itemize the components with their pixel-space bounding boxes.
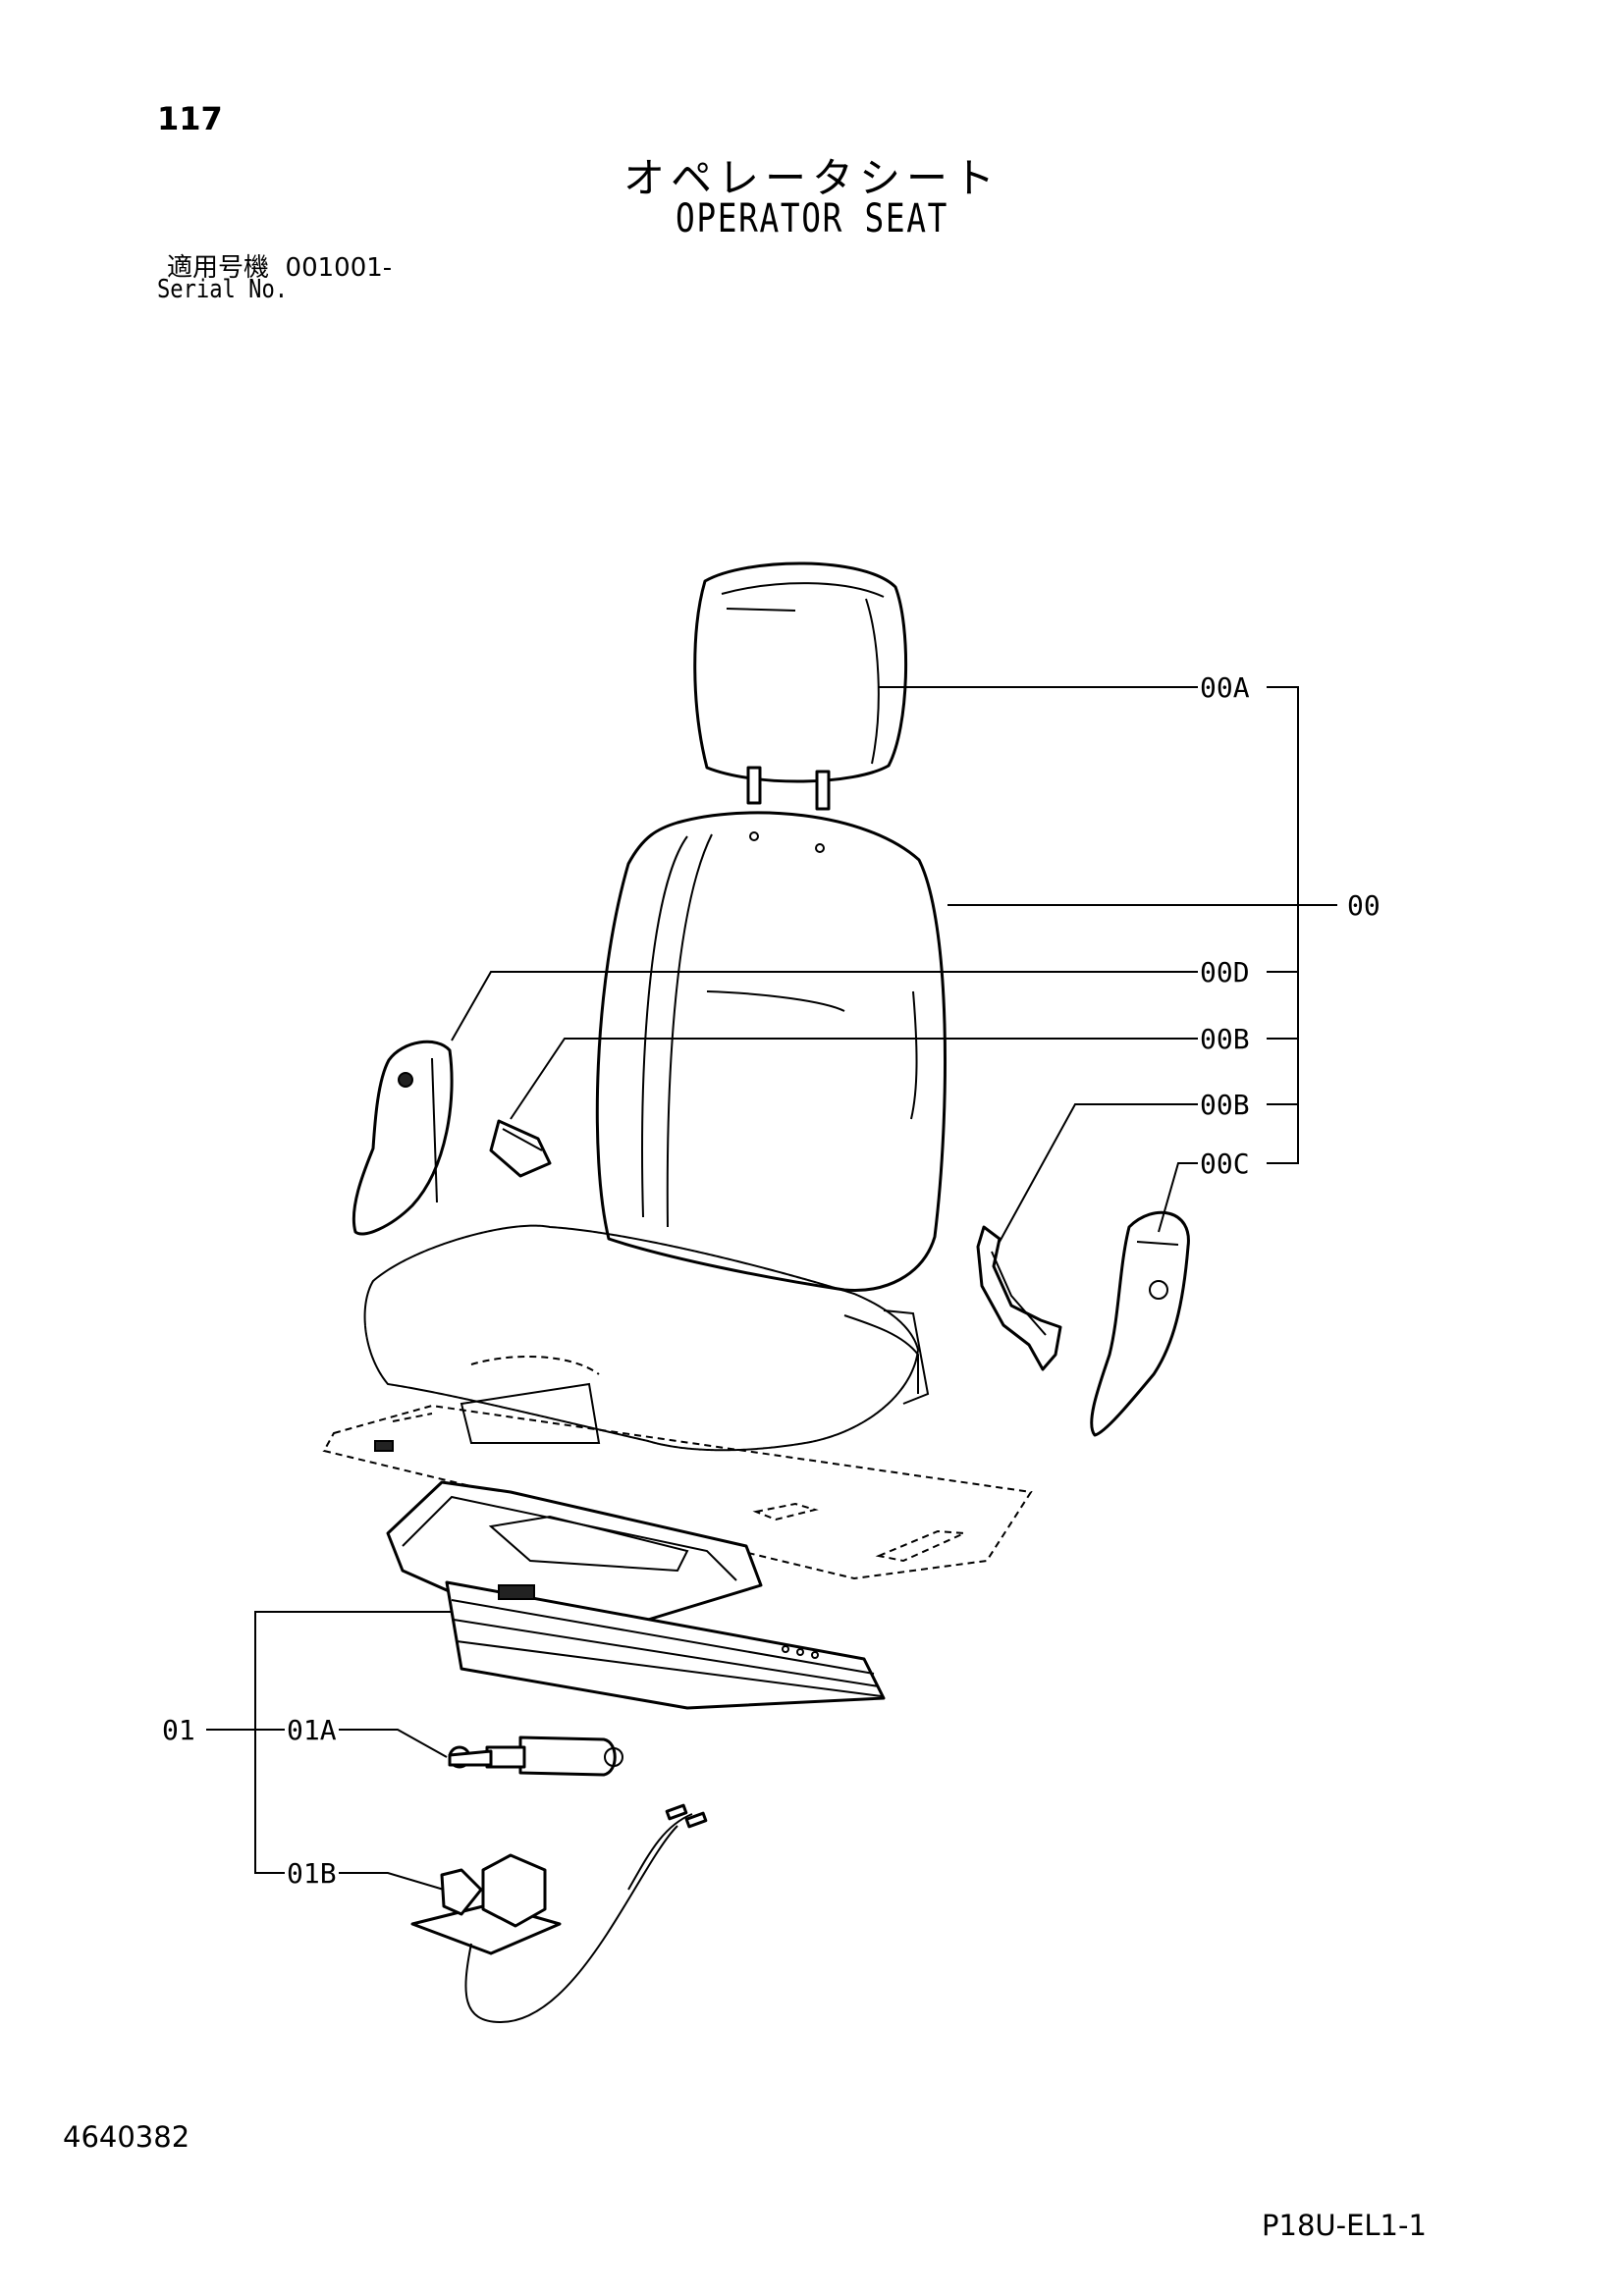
callout-00: 00	[1347, 889, 1380, 922]
switch-harness-icon[interactable]	[410, 1803, 708, 2024]
callout-00C: 00C	[1200, 1148, 1250, 1180]
page-number: 117	[157, 100, 223, 137]
callout-00D: 00D	[1200, 956, 1250, 988]
seat-slide-plate-icon[interactable]	[322, 1404, 1033, 1580]
suspension-base-icon[interactable]	[386, 1480, 886, 1710]
seat-cushion-icon[interactable]	[363, 1224, 930, 1452]
seat-belt-buckle-icon[interactable]	[489, 1119, 552, 1178]
serial-label-english: Serial No.	[157, 275, 289, 304]
callout-00B-right: 00B	[1200, 1089, 1250, 1121]
side-cover-right-icon[interactable]	[1090, 1210, 1190, 1437]
seat-backrest-icon[interactable]	[595, 811, 947, 1293]
callout-00A: 00A	[1200, 671, 1250, 704]
document-number: 4640382	[63, 2120, 190, 2154]
serial-range: 001001-	[285, 253, 393, 283]
seat-belt-icon[interactable]	[976, 1225, 1062, 1371]
callout-01: 01	[162, 1714, 195, 1746]
serial-label-japanese: 適用号機	[167, 253, 270, 283]
callout-01A: 01A	[287, 1714, 337, 1746]
callout-00B-left: 00B	[1200, 1023, 1250, 1055]
callout-01B: 01B	[287, 1857, 337, 1890]
damper-icon[interactable]	[448, 1735, 623, 1777]
headrest-icon[interactable]	[693, 561, 908, 811]
page-title-japanese: オペレータシート	[623, 154, 1001, 202]
page-code: P18U-EL1-1	[1262, 2209, 1427, 2242]
page-title-english: OPERATOR SEAT	[675, 196, 949, 241]
callout-leaders	[206, 686, 1337, 1891]
armrest-cover-icon[interactable]	[352, 1040, 454, 1236]
serial-applicability: 適用号機 001001-	[167, 247, 392, 284]
